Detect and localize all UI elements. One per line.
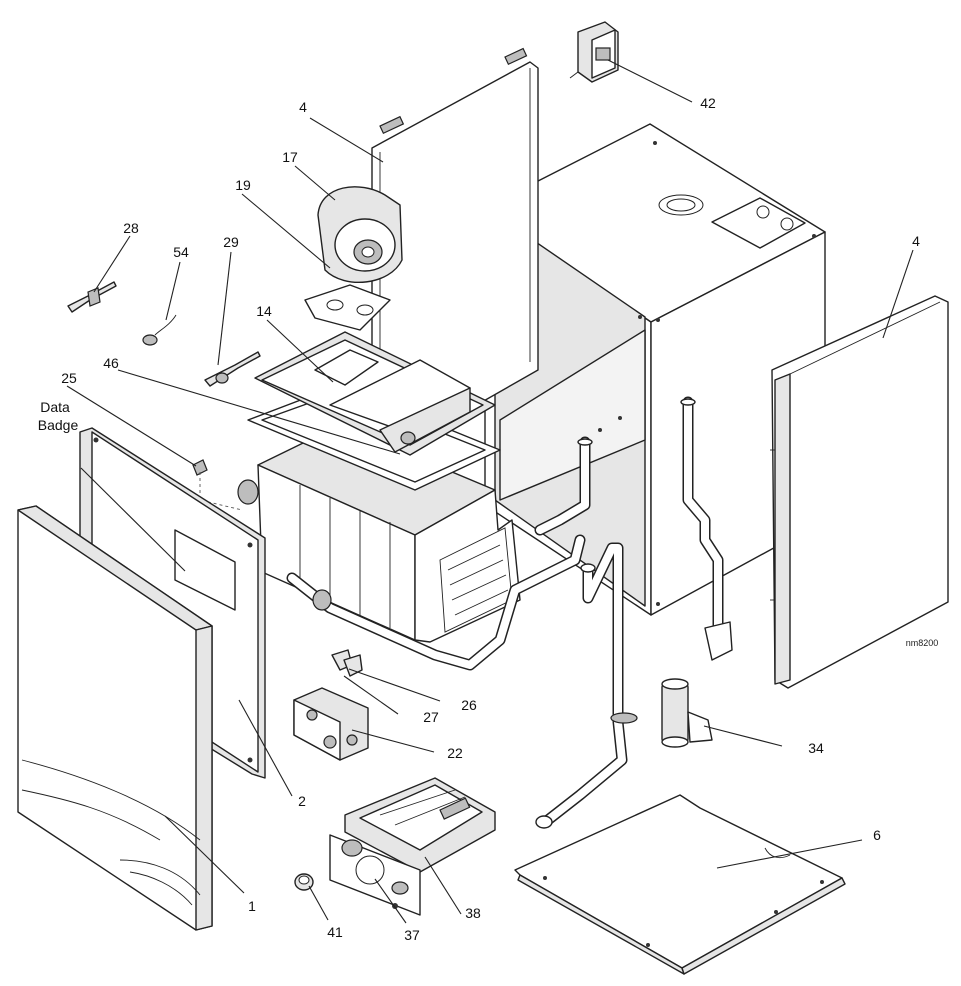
part-38-burner-tray [344,777,496,873]
callout-22: 22 [447,745,463,761]
pipe-middle [534,436,593,536]
pipe-long [535,542,638,829]
pipe-right [680,396,733,661]
callout-4-side-panel: 4 [912,233,920,249]
callout-17: 17 [282,149,298,165]
blower-assembly [304,186,403,331]
callout-38: 38 [465,905,481,921]
callout-29: 29 [223,234,239,250]
part-41-grommet [294,873,314,891]
part-28-igniter [67,281,117,313]
part-42-bracket [569,21,619,83]
data-badge-label-line1: Data [40,399,70,415]
callout-41: 41 [327,924,343,940]
callout-26: 26 [461,697,477,713]
callout-19: 19 [235,177,251,193]
callout-27: 27 [423,709,439,725]
callout-54: 54 [173,244,189,260]
callout-37: 37 [404,927,420,943]
callout-labels: 4 17 19 42 4 28 54 29 14 46 25 Data Badg… [38,95,939,943]
part-22-gas-valve [293,687,369,761]
part-4-back-panel [371,47,539,461]
heat-exchanger [237,424,586,671]
leader-lines [66,59,914,924]
callout-1: 1 [248,898,256,914]
part-54-probe [142,314,177,346]
callout-25: 25 [61,370,77,386]
data-badge-label-line2: Badge [38,417,79,433]
part-1-front-door [17,505,213,931]
part-37-burner-plate [329,834,421,916]
part-25-sensor [192,459,243,511]
callout-42: 42 [700,95,716,111]
callout-4-back-panel: 4 [299,99,307,115]
callout-46: 46 [103,355,119,371]
callout-2: 2 [298,793,306,809]
part-4-side-panel [770,295,949,689]
drawing-code: nm8200 [906,638,939,648]
part-34-fitting [661,678,713,748]
callout-34: 34 [808,740,824,756]
part-14-top-cover [254,331,496,456]
parts-26-27 [331,649,363,677]
part-6-base-plate [514,794,846,975]
part-29-electrode [204,351,261,387]
callout-28: 28 [123,220,139,236]
callout-6: 6 [873,827,881,843]
callout-14: 14 [256,303,272,319]
